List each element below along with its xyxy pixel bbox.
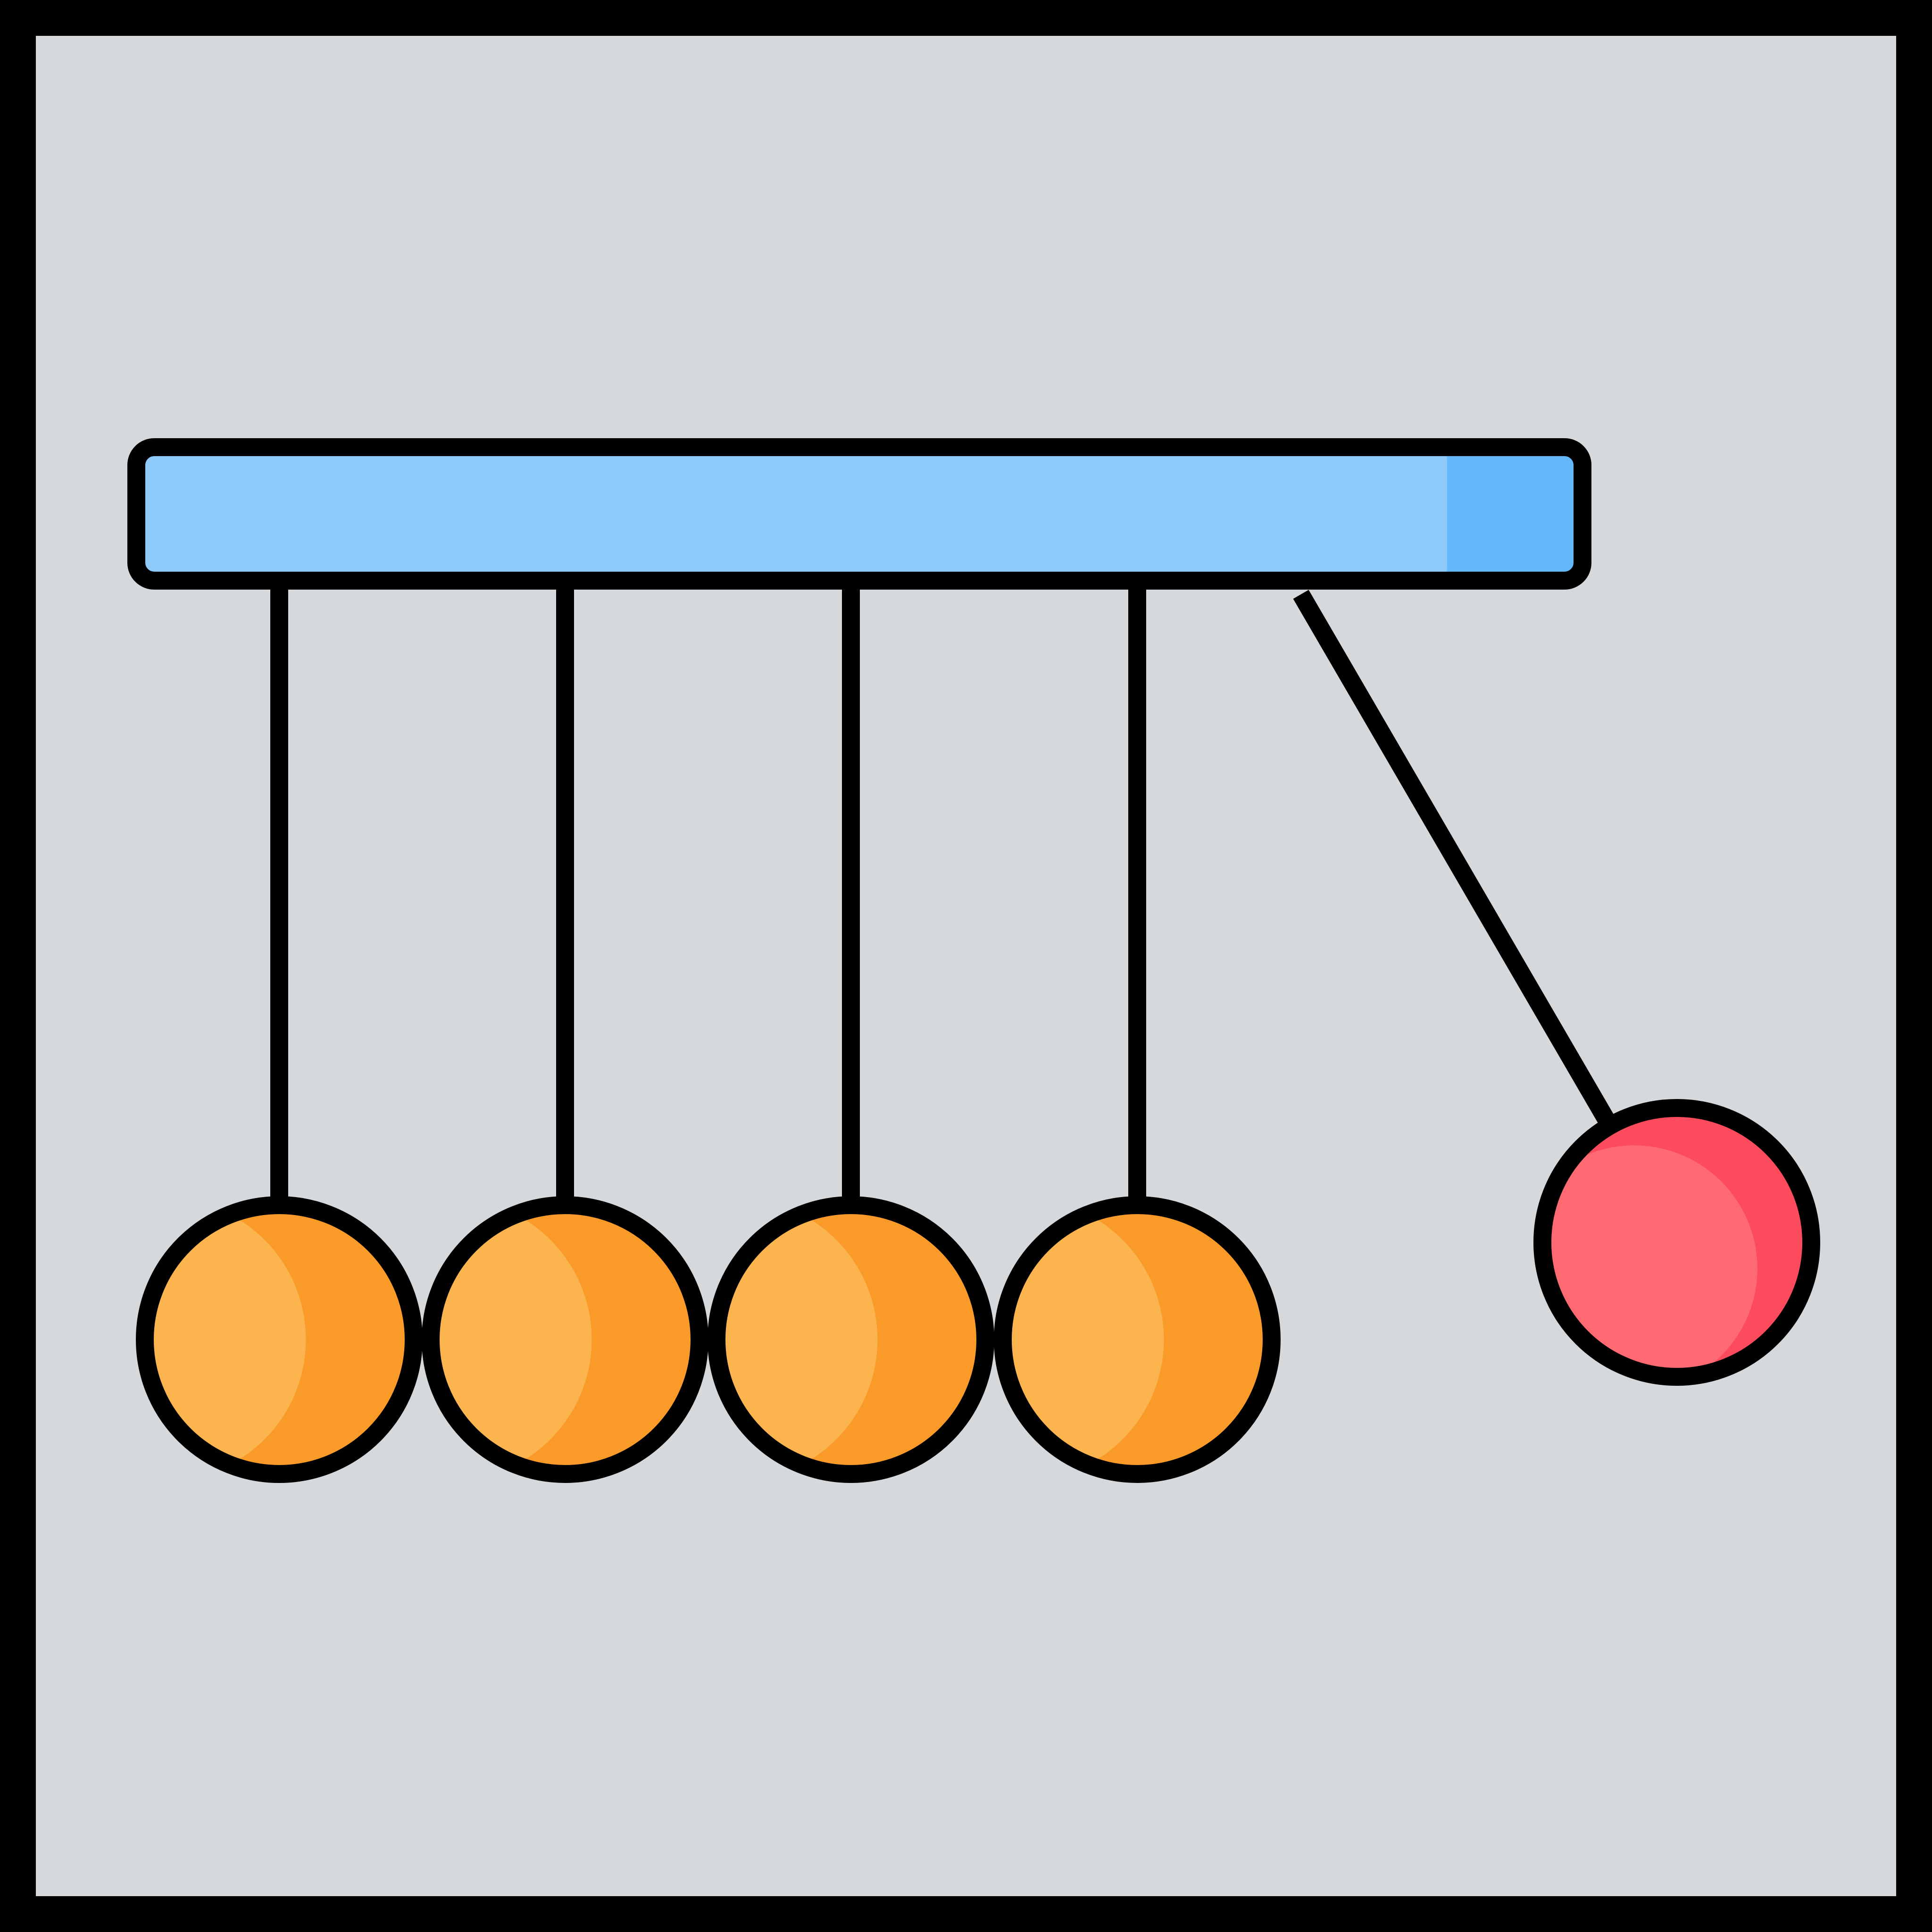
ball-highlight	[149, 1216, 306, 1464]
top-bar-fill	[136, 447, 1582, 581]
top-bar	[127, 438, 1591, 590]
top-bar-shade	[1434, 447, 1582, 581]
ball-highlight	[435, 1216, 592, 1464]
string-swinging	[1293, 590, 1620, 1134]
ball-1	[136, 1196, 423, 1483]
swinging-ball	[1533, 1099, 1820, 1386]
background-panel	[36, 36, 1896, 1896]
ball-3	[708, 1196, 994, 1483]
swinging-ball-outline	[1533, 1099, 1820, 1386]
ball-outline	[994, 1196, 1281, 1483]
top-bar-outline	[127, 438, 1591, 590]
strings-group	[270, 590, 1620, 1204]
swinging-ball-highlight	[1546, 1145, 1757, 1377]
ball-outline	[136, 1196, 423, 1483]
ball-2	[422, 1196, 708, 1483]
ball-4	[994, 1196, 1281, 1483]
ball-highlight	[721, 1216, 878, 1464]
ball-highlight	[1007, 1216, 1164, 1464]
ball-outline	[708, 1196, 994, 1483]
hanging-balls-group	[136, 1196, 1281, 1483]
ball-outline	[422, 1196, 708, 1483]
